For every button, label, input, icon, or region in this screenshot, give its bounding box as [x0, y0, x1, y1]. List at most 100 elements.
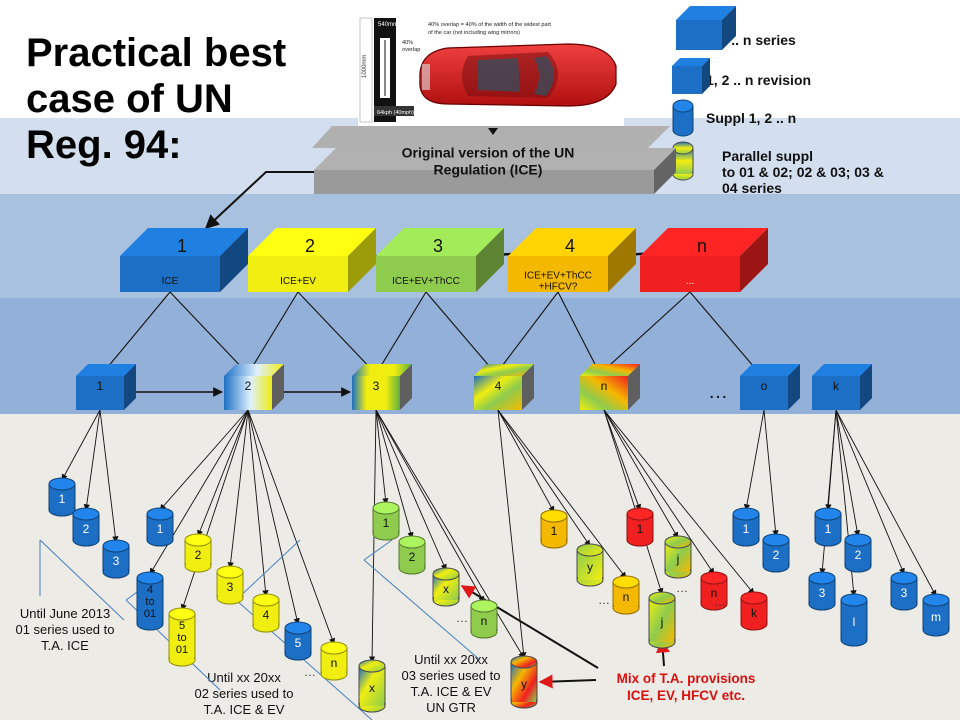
note-june-2013: Until June 2013 01 series used to T.A. I… — [15, 606, 115, 653]
revision-to-suppl-line-9 — [247, 409, 336, 645]
note-mix-provisions: Mix of T.A. provisions ICE, EV, HFCV etc… — [616, 671, 756, 703]
revision-label-3: 3 — [373, 379, 380, 393]
series-number-2: 2 — [305, 236, 315, 256]
suppl-cylinder-11 — [168, 607, 196, 667]
svg-text:40% overlap = 40% of the width: 40% overlap = 40% of the width of the wi… — [428, 22, 551, 28]
series-number-3: 3 — [433, 236, 443, 256]
revision-to-suppl-line-24 — [603, 409, 715, 575]
suppl-cylinder-26 — [732, 507, 760, 547]
suppl-label-12: 1 — [383, 516, 390, 530]
suppl-label-32: 3 — [901, 586, 908, 600]
svg-text:540mm: 540mm — [378, 22, 398, 28]
series-to-revision-line-2 — [169, 291, 249, 375]
suppl-cylinder-24 — [648, 591, 676, 649]
series-sub-label-1: ICE — [162, 276, 179, 287]
suppl-label-27: 2 — [773, 548, 780, 562]
series-number-5: n — [697, 236, 707, 256]
series-slab-2 — [248, 228, 376, 292]
suppl-label-20: n — [623, 590, 630, 604]
suppl-cylinder-10 — [136, 571, 164, 631]
svg-text:40%: 40% — [402, 40, 413, 46]
revision-to-suppl-line-10 — [149, 409, 249, 575]
revision-to-suppl-line-1 — [61, 409, 101, 481]
revision-label-5: n — [601, 379, 608, 393]
revision-to-suppl-line-20 — [497, 409, 627, 579]
suppl-label-29: 2 — [855, 548, 862, 562]
suppl-label-28: 1 — [825, 522, 832, 536]
suppl-cylinder-32 — [890, 571, 918, 611]
revision-label-6: o — [761, 379, 768, 393]
revision-to-suppl-line-25 — [603, 409, 664, 595]
suppl-label-6: 3 — [227, 580, 234, 594]
revision-box-5 — [580, 364, 640, 410]
suppl-label-1: 1 — [59, 492, 66, 506]
suppl-cylinder-30 — [808, 571, 836, 611]
suppl-label-8: 5 — [295, 636, 302, 650]
revision-label-7: k — [833, 379, 840, 393]
suppl-label-4: 1 — [157, 522, 164, 536]
suppl-label-2: 2 — [83, 522, 90, 536]
revision-box-1 — [76, 364, 136, 410]
suppl-label-26: 1 — [743, 522, 750, 536]
revision-to-suppl-line-23 — [603, 409, 679, 539]
suppl-cylinder-6 — [216, 565, 244, 605]
legend-revision-label: 1, 2 .. n revision — [706, 72, 812, 88]
suppl-cylinder-29 — [844, 533, 872, 573]
suppl-cylinder-7 — [252, 593, 280, 633]
suppl-cylinder-27 — [762, 533, 790, 573]
suppl-cylinder-15 — [470, 599, 498, 639]
note-02-series: Until xx 20xx 02 series used to T.A. ICE… — [194, 670, 294, 717]
revision-to-suppl-line-18 — [497, 409, 555, 513]
legend-suppl-cylinder — [672, 99, 694, 137]
series-sub-label-5: ... — [686, 276, 694, 287]
revision-to-suppl-line-21 — [497, 409, 527, 659]
series-number-1: 1 — [177, 236, 187, 256]
suppl-cylinder-33 — [922, 593, 950, 637]
suppl-label-17: y — [521, 677, 527, 691]
revision-to-suppl-line-7 — [247, 409, 269, 597]
revision-to-suppl-line-31 — [819, 409, 837, 575]
suppl-dots-2: … — [456, 611, 468, 625]
suppl-cylinder-22 — [664, 535, 692, 579]
suppl-label-22: j — [676, 552, 680, 566]
suppl-label-30: 3 — [819, 586, 826, 600]
series-sub-label-2: ICE+EV — [280, 276, 316, 287]
revision-label-4: 4 — [495, 379, 502, 393]
series-slab-5 — [640, 228, 768, 292]
suppl-label-23: n — [711, 586, 718, 600]
suppl-cylinder-31 — [840, 593, 868, 647]
mix-arrow-2 — [538, 674, 597, 689]
suppl-label-5: 2 — [195, 548, 202, 562]
suppl-cylinder-18 — [540, 509, 568, 549]
suppl-cylinder-17 — [510, 655, 538, 709]
revision-to-suppl-line-19 — [497, 409, 591, 547]
series-to-revision-line-9 — [599, 291, 691, 375]
original-to-series-arrow — [204, 171, 314, 229]
revision-to-suppl-line-33 — [835, 409, 905, 575]
legend-revision-shape — [672, 58, 710, 94]
revision-to-suppl-line-26 — [603, 409, 755, 595]
series-to-revision-line-5 — [375, 291, 427, 375]
suppl-dots-5: … — [714, 595, 726, 609]
suppl-label-16: x — [369, 681, 375, 695]
suppl-cylinder-12 — [372, 501, 400, 541]
suppl-label-18: 1 — [551, 524, 558, 538]
suppl-cylinder-13 — [398, 535, 426, 575]
suppl-cylinder-28 — [814, 507, 842, 547]
page-title: Practical best case of UN Reg. 94: — [26, 31, 287, 167]
original-version-slab — [312, 126, 676, 194]
legend-parallel-label: Parallel suppl to 01 & 02; 02 & 03; 03 &… — [722, 148, 884, 196]
suppl-label-15: n — [481, 614, 488, 628]
revision-box-2 — [224, 364, 284, 410]
series-to-revision-line-7 — [495, 291, 559, 375]
suppl-cylinder-20 — [612, 575, 640, 615]
bracket-01 — [39, 539, 125, 621]
legend-parallel-cylinder — [672, 141, 694, 181]
car-crash-figure: 540mm 1000mm 64kph (40mph) 40% overlap =… — [358, 14, 624, 126]
series-number-4: 4 — [565, 236, 575, 256]
revision-to-suppl-line-27 — [743, 409, 765, 511]
